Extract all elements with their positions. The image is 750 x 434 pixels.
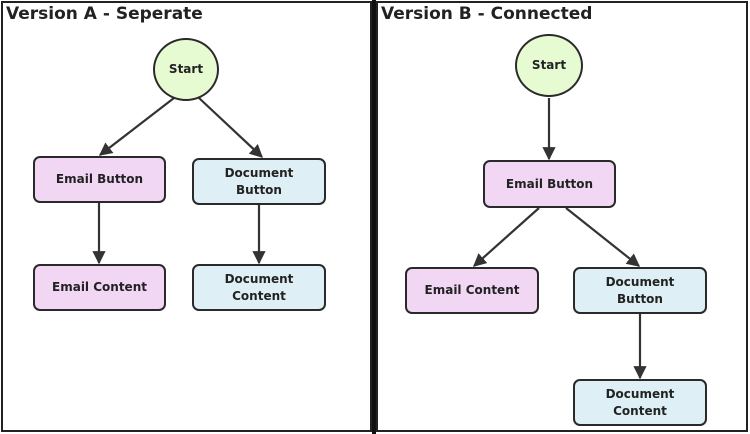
version-b-email-button-label: Email Button bbox=[505, 176, 594, 191]
version-a-email-content-label: Email Content bbox=[52, 280, 147, 294]
arrow-b-email-button-to-document-button bbox=[565, 207, 641, 267]
version-a-document-button-node: Document Button bbox=[192, 158, 326, 205]
version-b-document-button-label: Document Button bbox=[605, 274, 675, 306]
version-b-start-node: Start bbox=[515, 34, 583, 97]
panel-divider bbox=[372, 0, 376, 434]
version-b-email-button-node: Email Button bbox=[483, 160, 616, 208]
version-b-email-content-label: Email Content bbox=[424, 283, 520, 297]
version-b-start-label: Start bbox=[531, 58, 567, 72]
version-a-document-content-label: Document Content bbox=[224, 271, 294, 303]
version-a-start-node: Start bbox=[153, 38, 219, 101]
version-a-title: Version A - Seperate bbox=[6, 4, 203, 24]
arrow-a-start-to-document-button bbox=[198, 97, 263, 158]
version-a-email-button-label: Email Button bbox=[55, 172, 144, 186]
version-a-email-content-node: Email Content bbox=[33, 264, 166, 311]
version-b-panel: Version B - Connected bbox=[376, 1, 748, 432]
version-b-email-content-node: Email Content bbox=[405, 267, 539, 314]
version-a-start-label: Start bbox=[168, 62, 204, 76]
version-b-document-content-node: Document Content bbox=[573, 379, 707, 426]
version-a-email-button-node: Email Button bbox=[33, 156, 166, 203]
arrow-b-email-button-to-email-content bbox=[473, 207, 540, 267]
version-b-document-content-label: Document Content bbox=[605, 386, 675, 418]
arrow-a-start-to-email-button bbox=[98, 97, 175, 156]
version-a-document-button-label: Document Button bbox=[224, 165, 294, 197]
version-b-title: Version B - Connected bbox=[381, 4, 593, 24]
version-b-document-button-node: Document Button bbox=[573, 267, 707, 314]
version-a-document-content-node: Document Content bbox=[192, 264, 326, 311]
